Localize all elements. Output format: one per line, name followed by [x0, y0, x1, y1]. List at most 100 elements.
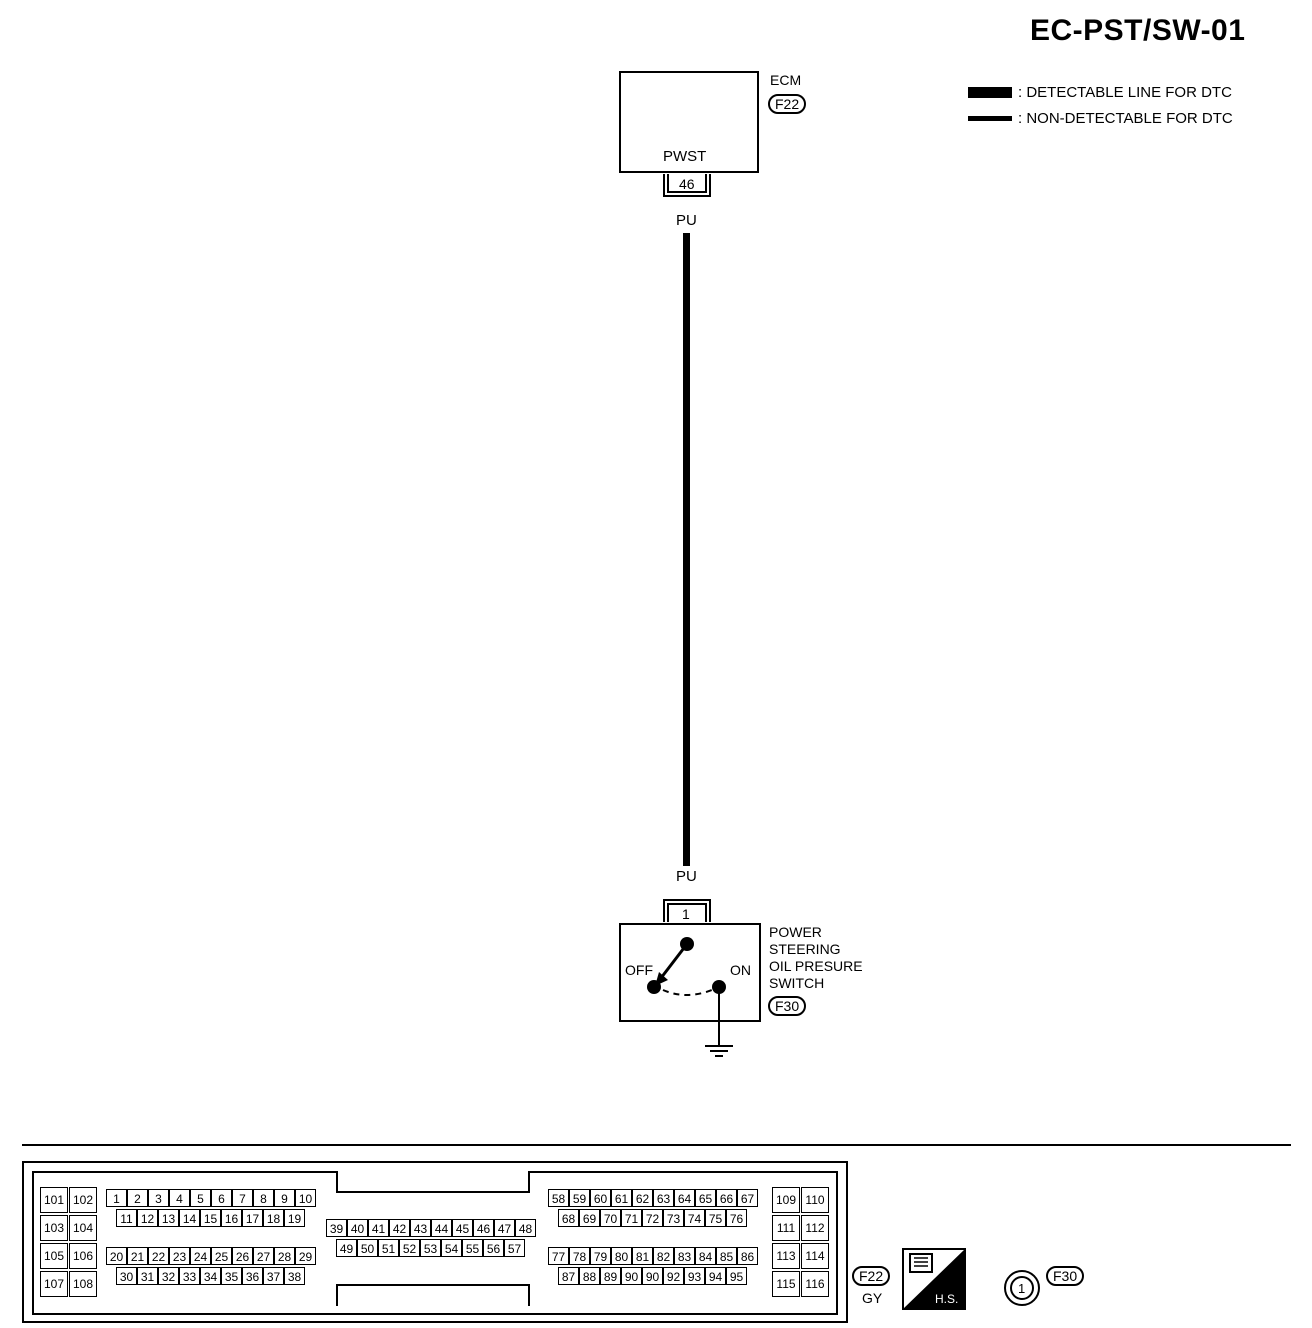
connector-pin: 90: [642, 1267, 663, 1285]
connector-pin: 33: [179, 1267, 200, 1285]
switch-name-line: POWER: [769, 924, 822, 940]
connector-pin: 28: [274, 1247, 295, 1265]
connector-pin: 60: [590, 1189, 611, 1207]
connector-pin: 101: [40, 1187, 68, 1213]
pu-wire: [683, 233, 690, 866]
connector-pin: 58: [548, 1189, 569, 1207]
switch-name-line: STEERING: [769, 941, 841, 957]
connector-pin: 67: [737, 1189, 758, 1207]
thick-line-swatch: [968, 87, 1012, 98]
connector-pin: 26: [232, 1247, 253, 1265]
connector-pin: 111: [772, 1215, 800, 1241]
hs-label: H.S.: [935, 1292, 958, 1306]
connector-pin: 72: [642, 1209, 663, 1227]
connector-pin: 84: [695, 1247, 716, 1265]
connector-pin: 41: [368, 1219, 389, 1237]
connector-pin: 25: [211, 1247, 232, 1265]
switch-connector-badge: F30: [768, 996, 807, 1016]
f30-pin-icon: 1: [1004, 1270, 1040, 1306]
connector-pin: 90: [621, 1267, 642, 1285]
connector-pin: 45: [452, 1219, 473, 1237]
connector-pin: 13: [158, 1209, 179, 1227]
connector-pin: 11: [116, 1209, 137, 1227]
connector-pin: 32: [158, 1267, 179, 1285]
diagram-title: EC-PST/SW-01: [1030, 14, 1246, 47]
connector-pin: 89: [600, 1267, 621, 1285]
connector-pin: 68: [558, 1209, 579, 1227]
connector-pin: 43: [410, 1219, 431, 1237]
connector-pin: 4: [169, 1189, 190, 1207]
connector-pin: 105: [40, 1243, 68, 1269]
connector-pin: 48: [515, 1219, 536, 1237]
connector-pin: 15: [200, 1209, 221, 1227]
f30-connector-badge: F30: [1046, 1266, 1085, 1286]
connector-pin: 53: [420, 1239, 441, 1257]
switch-name-line: OIL PRESURE: [769, 958, 863, 974]
connector-pin: 47: [494, 1219, 515, 1237]
connector-pin: 83: [674, 1247, 695, 1265]
connector-pin: 80: [611, 1247, 632, 1265]
connector-pin: 115: [772, 1271, 800, 1297]
connector-pin: 93: [684, 1267, 705, 1285]
connector-pin: 9: [274, 1189, 295, 1207]
connector-pin: 12: [137, 1209, 158, 1227]
wire-color-top: PU: [676, 212, 697, 229]
connector-pin: 108: [69, 1271, 97, 1297]
switch-terminal-bracket: [663, 899, 711, 922]
connector-pin: 35: [221, 1267, 242, 1285]
connector-pin: 36: [242, 1267, 263, 1285]
thin-line-swatch: [968, 116, 1012, 121]
connector-pin: 8: [253, 1189, 274, 1207]
connector-pin: 21: [127, 1247, 148, 1265]
connector-pin: 2: [127, 1189, 148, 1207]
connector-color: GY: [862, 1290, 883, 1306]
ecm-connector-badge: F22: [768, 94, 807, 114]
connector-pin: 95: [726, 1267, 747, 1285]
connector-pin: 59: [569, 1189, 590, 1207]
legend-non-detectable-label: : NON-DETECTABLE FOR DTC: [1018, 110, 1233, 127]
connector-pin: 109: [772, 1187, 800, 1213]
connector-pin: 107: [40, 1271, 68, 1297]
connector-pin: 50: [357, 1239, 378, 1257]
connector-pin: 65: [695, 1189, 716, 1207]
connector-pin: 30: [116, 1267, 137, 1285]
f30-pin-number: 1: [1018, 1281, 1025, 1296]
harness-side-icon: H.S.: [902, 1248, 966, 1310]
connector-pin: 92: [663, 1267, 684, 1285]
connector-pin: 18: [263, 1209, 284, 1227]
connector-pin: 110: [801, 1187, 829, 1213]
connector-pin: 79: [590, 1247, 611, 1265]
connector-pin: 20: [106, 1247, 127, 1265]
connector-pin: 1: [106, 1189, 127, 1207]
connector-pin: 78: [569, 1247, 590, 1265]
connector-pin: 116: [801, 1271, 829, 1297]
connector-pin: 55: [462, 1239, 483, 1257]
connector-pin: 23: [169, 1247, 190, 1265]
connector-pin: 38: [284, 1267, 305, 1285]
connector-pin: 6: [211, 1189, 232, 1207]
connector-pin: 52: [399, 1239, 420, 1257]
ecm-terminal-bracket: [663, 174, 711, 197]
connector-pin: 61: [611, 1189, 632, 1207]
connector-pin: 63: [653, 1189, 674, 1207]
connector-pin: 103: [40, 1215, 68, 1241]
wire-color-bottom: PU: [676, 868, 697, 885]
legend-detectable: : DETECTABLE LINE FOR DTC: [968, 84, 1232, 101]
connector-pin: 37: [263, 1267, 284, 1285]
connector-pin: 40: [347, 1219, 368, 1237]
switch-terminal-number: 1: [682, 906, 690, 922]
f22-connector-badge: F22: [852, 1266, 891, 1286]
connector-pin: 102: [69, 1187, 97, 1213]
connector-pin: 73: [663, 1209, 684, 1227]
connector-pin: 104: [69, 1215, 97, 1241]
connector-latch-bottom: [336, 1284, 530, 1306]
connector-pin: 113: [772, 1243, 800, 1269]
ecm-label: ECM: [770, 72, 802, 88]
connector-pin: 34: [200, 1267, 221, 1285]
connector-pin: 56: [483, 1239, 504, 1257]
connector-pin: 5: [190, 1189, 211, 1207]
connector-pin: 29: [295, 1247, 316, 1265]
connector-pin: 51: [378, 1239, 399, 1257]
connector-pin: 27: [253, 1247, 274, 1265]
connector-pin: 70: [600, 1209, 621, 1227]
